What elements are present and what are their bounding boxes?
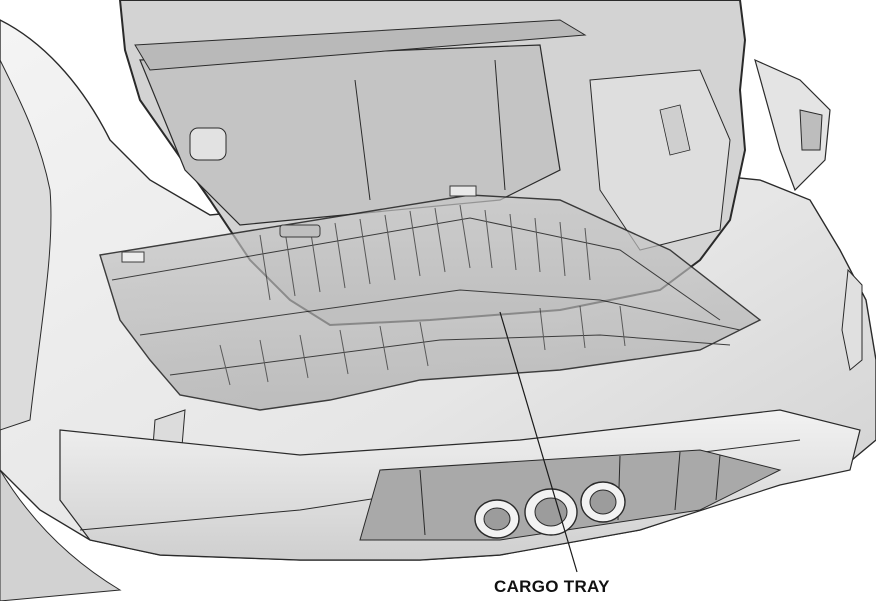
cargo-tray — [99, 185, 762, 411]
exhaust-tips — [474, 481, 626, 539]
tail-lights — [149, 58, 863, 486]
rear-bumper — [59, 409, 861, 561]
cargo-opening — [118, 0, 747, 327]
cargo-tray-callout-label: CARGO TRAY — [494, 577, 610, 596]
callout-leader-line — [499, 311, 578, 573]
